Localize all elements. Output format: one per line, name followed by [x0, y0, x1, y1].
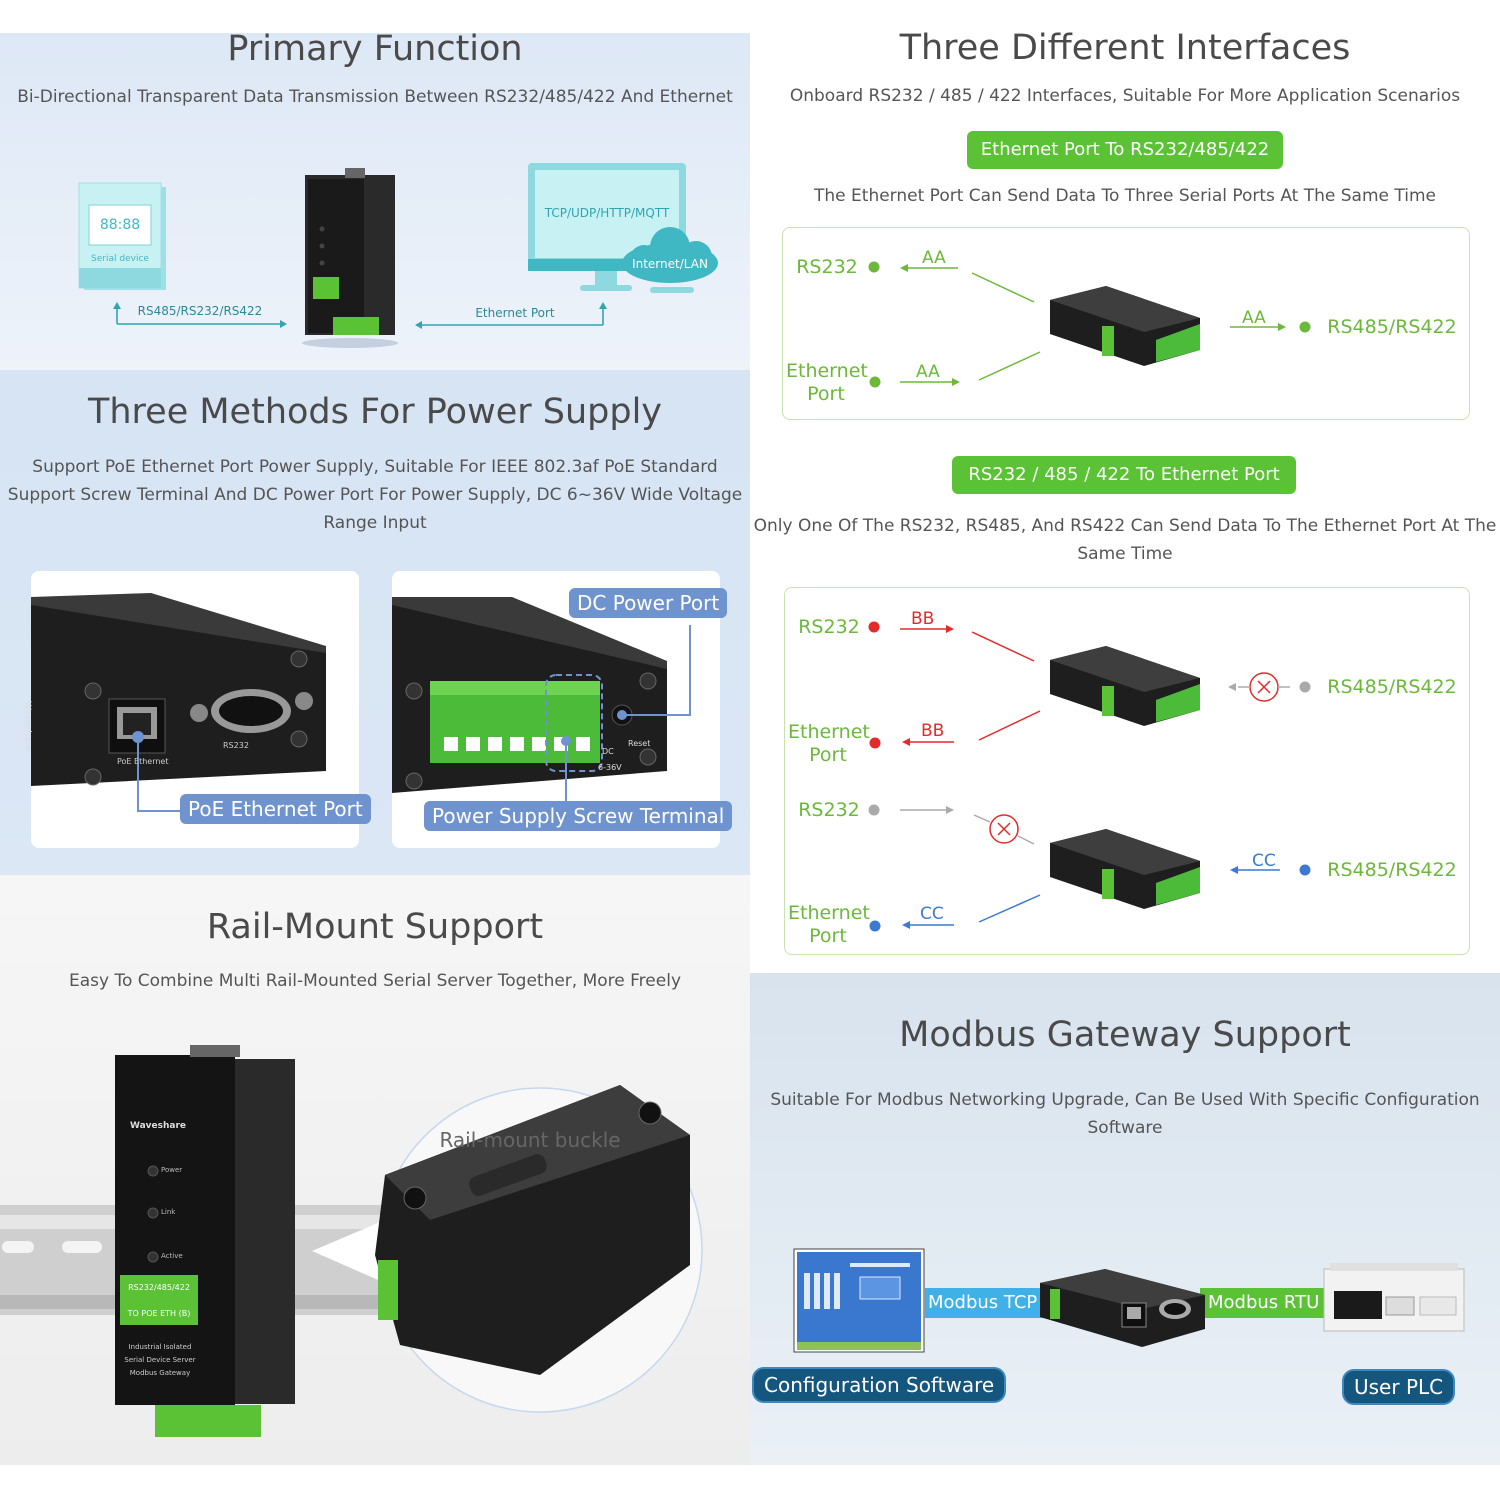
- green-label-line: RS232/485/422: [128, 1283, 190, 1292]
- device-thumb-3: [1050, 829, 1200, 909]
- device-thumb-2: [1050, 646, 1200, 726]
- voltage-mark: 6-36V: [598, 763, 622, 772]
- ethernet-to-serial-pill: Ethernet Port To RS232/485/422: [967, 131, 1283, 169]
- plc-device-image: [1323, 1263, 1465, 1332]
- rs485-port-label: RS485/RS422: [1327, 316, 1457, 338]
- ethernet-arrow-label: Ethernet Port: [475, 306, 555, 320]
- device-thumb-1: [1050, 286, 1200, 366]
- rs485-port-label: RS485/RS422: [1327, 859, 1457, 881]
- green-label-line: TO POE ETH (B): [127, 1309, 191, 1318]
- screw-terminal-label: Power Supply Screw Terminal: [424, 801, 733, 831]
- subtitle-line: Software: [1087, 1118, 1163, 1138]
- rail-mount-buckle-label: Rail-mount buckle: [439, 1128, 621, 1152]
- diagram-box-2: [784, 587, 1470, 955]
- interfaces-panel: Three Different Interfaces Onboard RS232…: [750, 0, 1500, 973]
- ethernet-port-label: Ethernet Port: [786, 360, 868, 406]
- led-label-active: Active: [161, 1252, 183, 1260]
- label-line: Port: [809, 744, 847, 766]
- data-label-bb: BB: [921, 721, 945, 741]
- poe-mark: PoE Ethernet: [117, 757, 169, 766]
- data-label-aa: AA: [1242, 308, 1266, 328]
- data-label-cc: CC: [1252, 851, 1276, 871]
- rs232-port-label: RS232: [798, 799, 860, 821]
- ethernet-port-label: Ethernet Port: [788, 721, 870, 767]
- protocol-text: TCP/UDP/HTTP/MQTT: [544, 206, 670, 220]
- interfaces-title: Three Different Interfaces: [899, 28, 1351, 68]
- subtitle-line: Support Screw Terminal And DC Power Port…: [7, 485, 743, 505]
- primary-function-diagram: [78, 163, 718, 348]
- poe-photo-card: Waveshare RS232 PoE Ethernet: [22, 571, 359, 848]
- subtitle-line: Range Input: [323, 513, 427, 533]
- internet-lan-text: Internet/LAN: [632, 257, 708, 271]
- modbus-rtu-label: Modbus RTU: [1208, 1292, 1320, 1313]
- poe-device-image: [31, 593, 326, 812]
- data-label-aa: AA: [916, 362, 940, 382]
- info-line: Modbus Gateway: [129, 1369, 191, 1377]
- configuration-software-label: Configuration Software: [752, 1367, 1007, 1403]
- led-label-link: Link: [161, 1208, 176, 1216]
- subtitle-line: Support PoE Ethernet Port Power Supply, …: [32, 457, 718, 477]
- data-label-bb: BB: [911, 609, 935, 629]
- interface-diagrams: [868, 261, 1311, 932]
- configuration-software-screenshot: [793, 1248, 925, 1353]
- interfaces-subtitle: Onboard RS232 / 485 / 422 Interfaces, Su…: [789, 86, 1461, 106]
- serial-server-device-image: [302, 168, 398, 348]
- serial-device-label: Serial device: [91, 254, 149, 264]
- subtitle-line: Suitable For Modbus Networking Upgrade, …: [770, 1090, 1480, 1110]
- rs232-mark: RS232: [223, 741, 249, 750]
- info-line: Serial Device Server: [124, 1356, 196, 1364]
- power-supply-panel: Three Methods For Power Supply Support P…: [0, 370, 750, 875]
- serial-arrow-label: RS485/RS232/RS422: [137, 304, 263, 318]
- desc-line: Same Time: [1077, 544, 1173, 564]
- rs485-port-label: RS485/RS422: [1327, 676, 1457, 698]
- primary-function-title: Primary Function: [227, 29, 523, 69]
- serial-to-ethernet-desc: Only One Of The RS232, RS485, And RS422 …: [750, 512, 1500, 568]
- ethernet-to-serial-desc: The Ethernet Port Can Send Data To Three…: [814, 186, 1436, 206]
- power-supply-subtitle: Support PoE Ethernet Port Power Supply, …: [0, 453, 750, 537]
- label-line: Ethernet: [786, 360, 868, 382]
- device-brand: Waveshare: [129, 1121, 187, 1131]
- desc-line: Only One Of The RS232, RS485, And RS422 …: [753, 516, 1497, 536]
- rail-mount-image: [0, 1045, 703, 1437]
- modbus-gateway-device: [1040, 1269, 1205, 1347]
- modbus-subtitle: Suitable For Modbus Networking Upgrade, …: [750, 1086, 1500, 1142]
- label-line: Ethernet: [788, 721, 870, 743]
- device-brand: Waveshare: [22, 701, 32, 751]
- data-label-aa: AA: [922, 248, 946, 268]
- cloud-icon: [622, 227, 718, 293]
- power-supply-title: Three Methods For Power Supply: [87, 392, 663, 432]
- serial-device-display: 88:88: [99, 217, 141, 233]
- diagram-box-1: [782, 227, 1470, 420]
- user-plc-label: User PLC: [1342, 1369, 1456, 1405]
- dc-mark: DC: [602, 747, 614, 756]
- data-label-cc: CC: [920, 904, 944, 924]
- monitor-icon: [528, 163, 686, 291]
- dc-power-port-label: DC Power Port: [569, 588, 728, 618]
- label-line: Ethernet: [788, 902, 870, 924]
- modbus-title: Modbus Gateway Support: [899, 1015, 1351, 1055]
- label-line: Port: [809, 925, 847, 947]
- rail-mount-title: Rail-Mount Support: [206, 907, 544, 947]
- serial-device-icon: [78, 182, 166, 290]
- rs232-port-label: RS232: [796, 256, 858, 278]
- device-info-text: Industrial Isolated Serial Device Server…: [118, 1341, 202, 1380]
- rs232-port-label: RS232: [798, 616, 860, 638]
- dc-device-image: [392, 597, 691, 801]
- serial-to-ethernet-pill: RS232 / 485 / 422 To Ethernet Port: [952, 456, 1296, 494]
- rail-mount-subtitle: Easy To Combine Multi Rail-Mounted Seria…: [69, 971, 681, 991]
- modbus-tcp-label: Modbus TCP: [928, 1292, 1038, 1313]
- modbus-panel: Modbus Gateway Support Suitable For Modb…: [750, 973, 1500, 1465]
- primary-function-panel: Primary Function Bi-Directional Transpar…: [0, 29, 750, 370]
- info-line: Industrial Isolated: [128, 1343, 192, 1351]
- poe-ethernet-port-label: PoE Ethernet Port: [180, 794, 371, 824]
- led-label-power: Power: [161, 1166, 183, 1174]
- label-line: Port: [807, 383, 845, 405]
- connection-arrows: [113, 302, 607, 329]
- modbus-diagram: [793, 1248, 1465, 1353]
- rail-mount-panel: Rail-Mount Support Easy To Combine Multi…: [0, 875, 750, 1465]
- reset-mark: Reset: [628, 739, 651, 748]
- primary-function-subtitle: Bi-Directional Transparent Data Transmis…: [17, 87, 733, 107]
- ethernet-port-label: Ethernet Port: [788, 902, 870, 948]
